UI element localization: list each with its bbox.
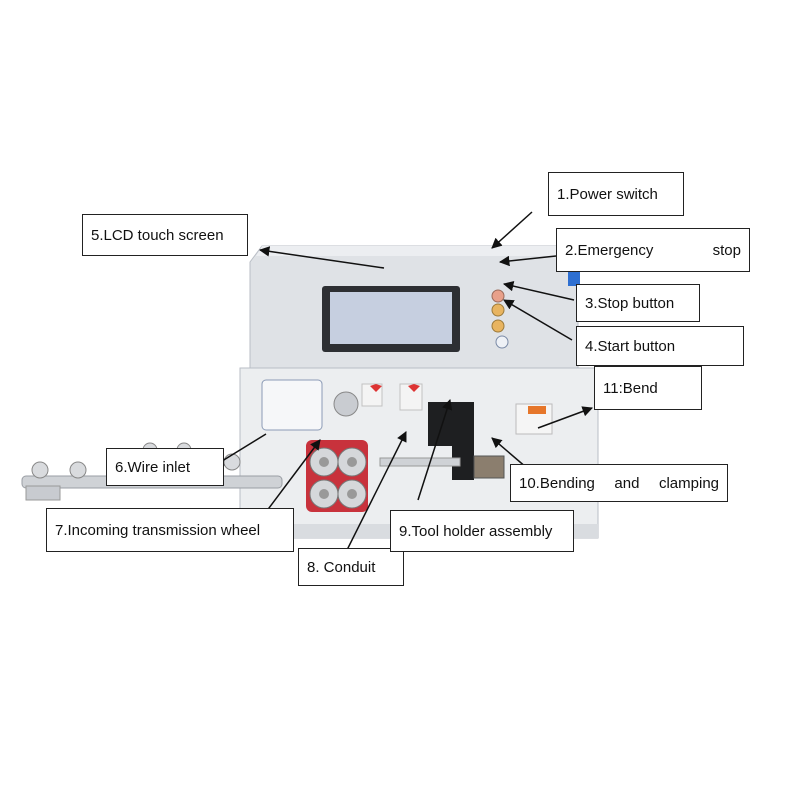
transmission-wheels [306, 440, 368, 512]
indicator-knob [495, 335, 509, 349]
label-emergency-stop: 2.Emergency stop [556, 228, 750, 272]
leader-lines [213, 211, 593, 561]
label-lcd-touch-screen: 5.LCD touch screen [82, 214, 248, 256]
label-tool-holder-assembly: 9.Tool holder assembly [390, 510, 574, 552]
label-conduit: 8. Conduit [298, 548, 404, 586]
leader-bend [537, 406, 593, 429]
leader-power-switch [491, 211, 533, 249]
lcd-screen [322, 286, 460, 352]
label-incoming-transmission-wheel-text: 7.Incoming transmission wheel [55, 521, 261, 539]
label-start-button: 4.Start button [576, 326, 744, 366]
label-incoming-transmission-wheel: 7.Incoming transmission wheel [46, 508, 294, 552]
leader-emergency-stop [498, 255, 557, 267]
leader-incoming-transmission-wheel [265, 439, 321, 513]
leader-start-button [503, 299, 573, 341]
label-stop-button: 3.Stop button [576, 284, 700, 322]
tool-holder-assembly-part [379, 402, 505, 480]
leader-tool-holder-assembly [417, 398, 453, 501]
label-bending-and-clamping-word-2: and [614, 474, 640, 492]
leader-conduit [341, 431, 407, 561]
label-bending-and-clamping-word-3: clamping [658, 474, 719, 492]
label-lcd-touch-screen-text: 5.LCD touch screen [91, 226, 224, 244]
label-bend-text: 11:Bend [603, 379, 658, 397]
label-bending-and-clamping-word-1: 10.Bending [519, 474, 595, 492]
label-conduit-text: 8. Conduit [307, 558, 376, 576]
label-bend: 11:Bend [594, 366, 702, 410]
stop-button-knob [491, 289, 505, 303]
label-tool-holder-assembly-text: 9.Tool holder assembly [399, 522, 553, 540]
leader-lcd-touch-screen [258, 246, 385, 269]
label-power-switch: 1.Power switch [548, 172, 684, 216]
label-stop-button-text: 3.Stop button [585, 294, 675, 312]
label-wire-inlet: 6.Wire inlet [106, 448, 224, 486]
label-emergency-stop-word-2: stop [712, 241, 741, 259]
leader-stop-button [502, 280, 575, 301]
auxiliary-button-knob [491, 319, 505, 333]
label-start-button-text: 4.Start button [585, 337, 676, 355]
front-panel [239, 367, 599, 539]
start-button-knob [491, 303, 505, 317]
label-bending-and-clamping: 10.Bending and clamping [510, 464, 728, 502]
label-wire-inlet-text: 6.Wire inlet [115, 458, 191, 476]
label-power-switch-text: 1.Power switch [557, 185, 658, 203]
label-emergency-stop-word-1: 2.Emergency [565, 241, 654, 259]
